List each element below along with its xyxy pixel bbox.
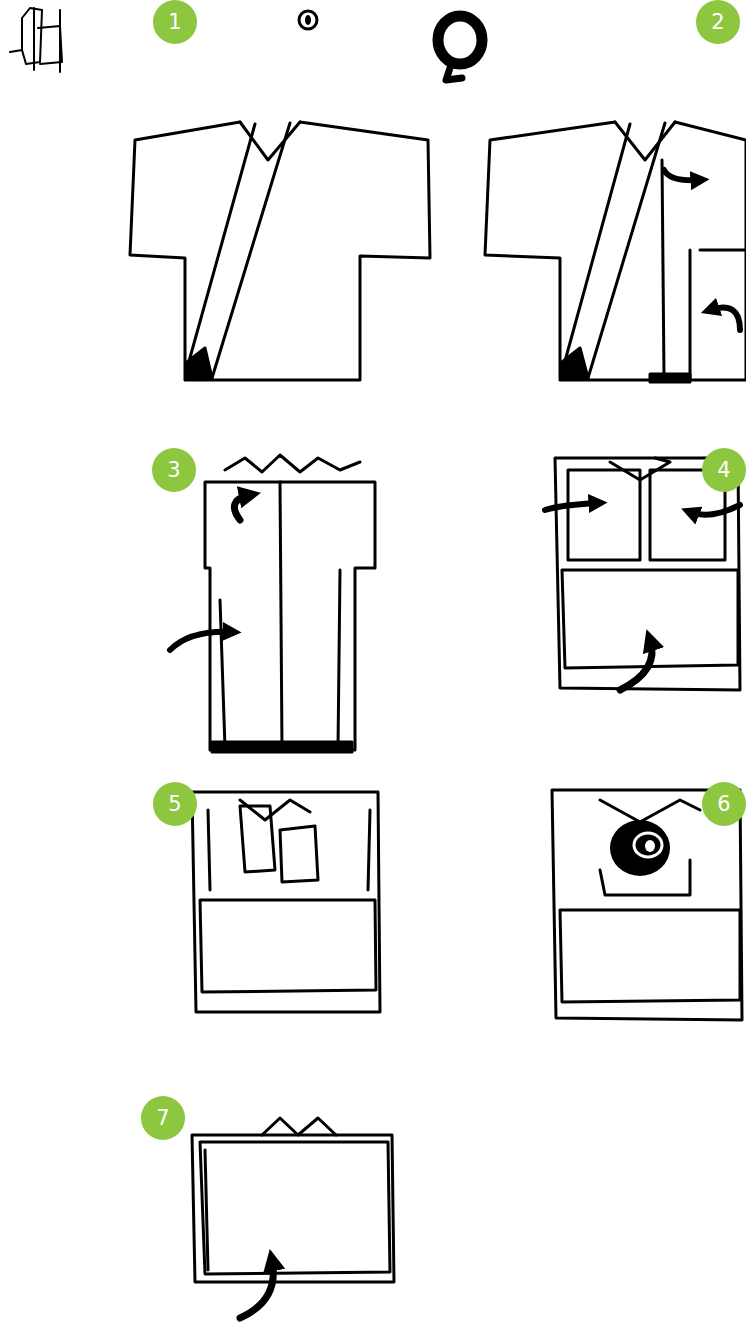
step-number: 3 [152,448,196,492]
step-number: 6 [702,782,746,826]
step-label: 7 [141,1096,185,1140]
step-label: 3 [152,448,196,492]
step-label: 1 [153,0,197,44]
step-number: 4 [702,448,746,492]
belt-coil [438,16,482,80]
jacket-bottom-fold [545,458,740,690]
step-label: 2 [696,0,740,44]
jacket-icon [10,8,62,72]
jacket-flat [130,122,430,380]
jacket-sleeves-in [192,792,380,1012]
jacket-folded-side [485,122,746,382]
step-number: 1 [153,0,197,44]
jacket-final [192,1118,394,1318]
step-label: 5 [153,782,197,826]
step-label: 6 [702,782,746,826]
step-number: 2 [696,0,740,44]
belt-roll-small [299,11,317,29]
jacket-long-fold [170,455,375,752]
step-number: 7 [141,1096,185,1140]
step-label: 4 [702,448,746,492]
step-number: 5 [153,782,197,826]
jacket-with-belt [552,790,742,1020]
